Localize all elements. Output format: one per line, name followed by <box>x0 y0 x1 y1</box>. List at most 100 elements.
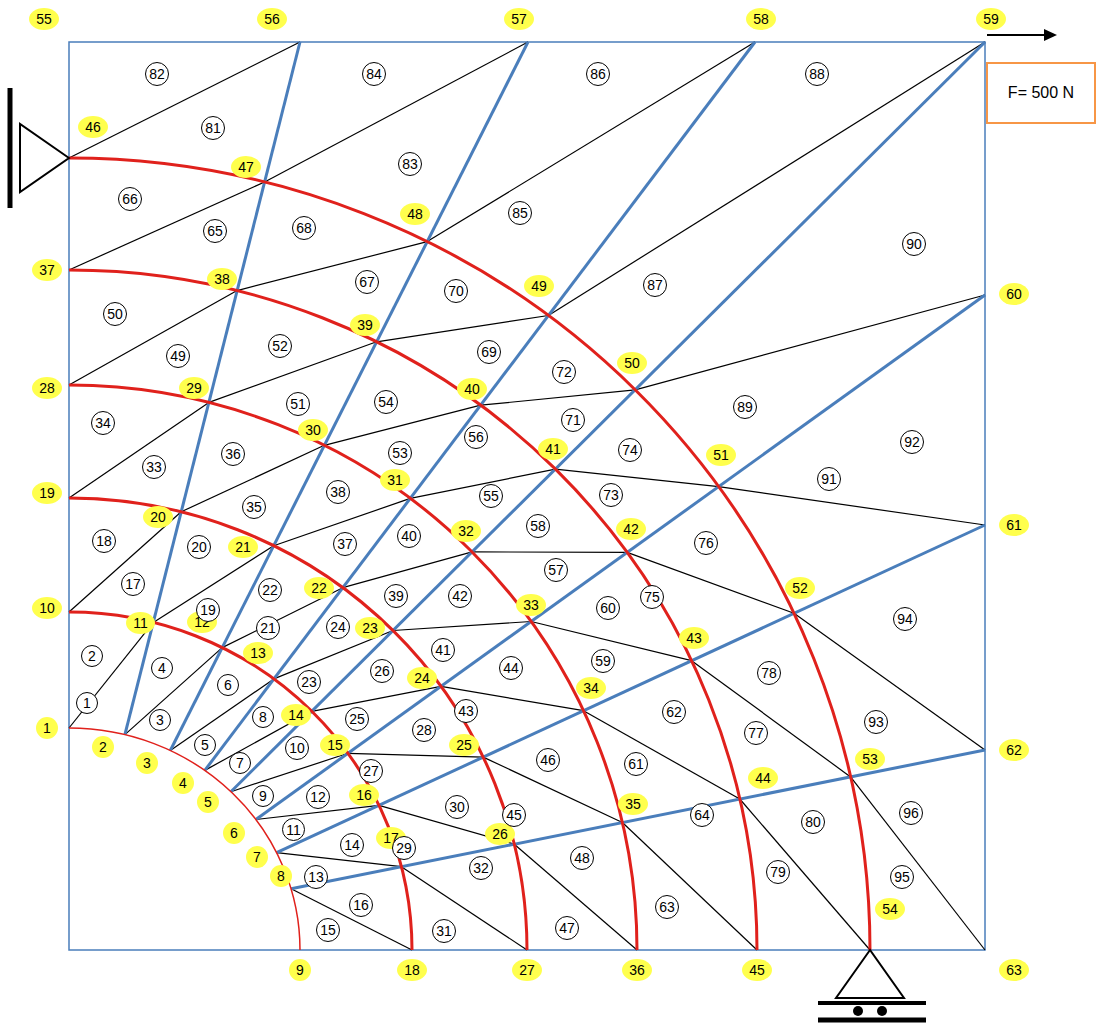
number-text: 36 <box>225 447 241 461</box>
number-text: 52 <box>792 581 808 595</box>
number-text: 53 <box>392 446 408 460</box>
number-text: 78 <box>761 666 777 680</box>
number-text: 63 <box>1006 963 1022 977</box>
node-number: 39 <box>350 314 380 336</box>
number-text: 45 <box>506 808 522 822</box>
number-text: 39 <box>388 589 404 603</box>
number-text: 31 <box>436 924 452 938</box>
mesh-radials <box>125 42 985 889</box>
element-number: 77 <box>744 721 768 745</box>
number-text: 82 <box>149 67 165 81</box>
number-text: 18 <box>404 963 420 977</box>
node-number: 52 <box>785 577 815 599</box>
element-number: 41 <box>431 638 455 662</box>
number-text: 60 <box>1006 287 1022 301</box>
node-number: 29 <box>179 377 209 399</box>
node-number: 54 <box>875 898 905 920</box>
number-text: 41 <box>545 442 561 456</box>
node-number: 23 <box>355 617 385 639</box>
node-number: 13 <box>243 642 273 664</box>
number-text: 80 <box>805 815 821 829</box>
mesh-diagonal <box>635 295 985 390</box>
roller-plate <box>818 1001 926 1005</box>
number-text: 13 <box>308 870 324 884</box>
number-text: 2 <box>88 649 96 663</box>
number-text: 86 <box>590 67 606 81</box>
mesh-radial <box>231 42 985 792</box>
mesh-diagonal <box>377 316 549 342</box>
mesh-diagonal <box>481 390 636 405</box>
element-number: 89 <box>733 395 757 419</box>
element-number: 25 <box>345 707 369 731</box>
node-number: 19 <box>32 482 62 504</box>
number-text: 18 <box>96 534 112 548</box>
number-text: 68 <box>296 221 312 235</box>
number-text: 12 <box>310 790 326 804</box>
number-text: 95 <box>894 870 910 884</box>
number-text: 9 <box>259 789 267 803</box>
element-number: 31 <box>432 919 456 943</box>
element-number: 52 <box>268 334 292 358</box>
node-number: 58 <box>746 8 776 30</box>
element-number: 34 <box>91 411 115 435</box>
number-text: 93 <box>868 715 884 729</box>
element-number: 94 <box>893 607 917 631</box>
number-text: 38 <box>214 272 230 286</box>
number-text: 57 <box>548 563 564 577</box>
mesh-diagonal <box>69 42 300 158</box>
number-text: 58 <box>530 519 546 533</box>
node-number: 5 <box>197 791 219 813</box>
element-number: 40 <box>397 524 421 548</box>
element-number: 65 <box>203 219 227 243</box>
number-text: 79 <box>770 865 786 879</box>
number-text: 9 <box>296 963 304 977</box>
number-text: 28 <box>416 723 432 737</box>
element-number: 36 <box>221 442 245 466</box>
mesh-diagonal <box>740 799 870 950</box>
number-text: 26 <box>492 827 508 841</box>
node-number: 45 <box>742 959 772 981</box>
number-text: 46 <box>540 753 556 767</box>
number-text: 7 <box>253 850 261 864</box>
number-text: 59 <box>595 654 611 668</box>
node-number: 31 <box>380 469 410 491</box>
node-number: 18 <box>397 959 427 981</box>
element-number: 7 <box>229 752 251 774</box>
number-text: 23 <box>301 675 317 689</box>
number-text: 58 <box>753 12 769 26</box>
node-number: 35 <box>618 793 648 815</box>
number-text: 35 <box>246 500 262 514</box>
number-text: 51 <box>290 397 306 411</box>
number-text: 73 <box>603 488 619 502</box>
number-text: 59 <box>983 12 999 26</box>
number-text: 4 <box>179 776 187 790</box>
element-number: 44 <box>499 656 523 680</box>
roller-wheel <box>877 1006 887 1016</box>
element-number: 92 <box>900 430 924 454</box>
node-number: 38 <box>207 268 237 290</box>
node-number: 33 <box>516 594 546 616</box>
node-number: 24 <box>407 667 437 689</box>
element-number: 14 <box>340 833 364 857</box>
number-text: 88 <box>809 67 825 81</box>
number-text: 14 <box>344 838 360 852</box>
number-text: 64 <box>694 808 710 822</box>
mesh-diagonal <box>548 42 985 316</box>
element-number: 24 <box>326 615 350 639</box>
number-text: 48 <box>407 207 423 221</box>
number-text: 83 <box>402 157 418 171</box>
node-number: 3 <box>136 752 158 774</box>
number-text: 96 <box>903 806 919 820</box>
force-label: F= 500 N <box>1008 85 1074 101</box>
element-number: 48 <box>570 846 594 870</box>
element-number: 29 <box>392 836 416 860</box>
number-text: 5 <box>204 795 212 809</box>
node-number: 53 <box>855 748 885 770</box>
number-text: 6 <box>224 678 232 692</box>
element-number: 76 <box>694 531 718 555</box>
element-number: 4 <box>151 657 173 679</box>
number-text: 44 <box>503 661 519 675</box>
mesh-diagonal <box>622 823 757 951</box>
number-text: 27 <box>519 963 535 977</box>
